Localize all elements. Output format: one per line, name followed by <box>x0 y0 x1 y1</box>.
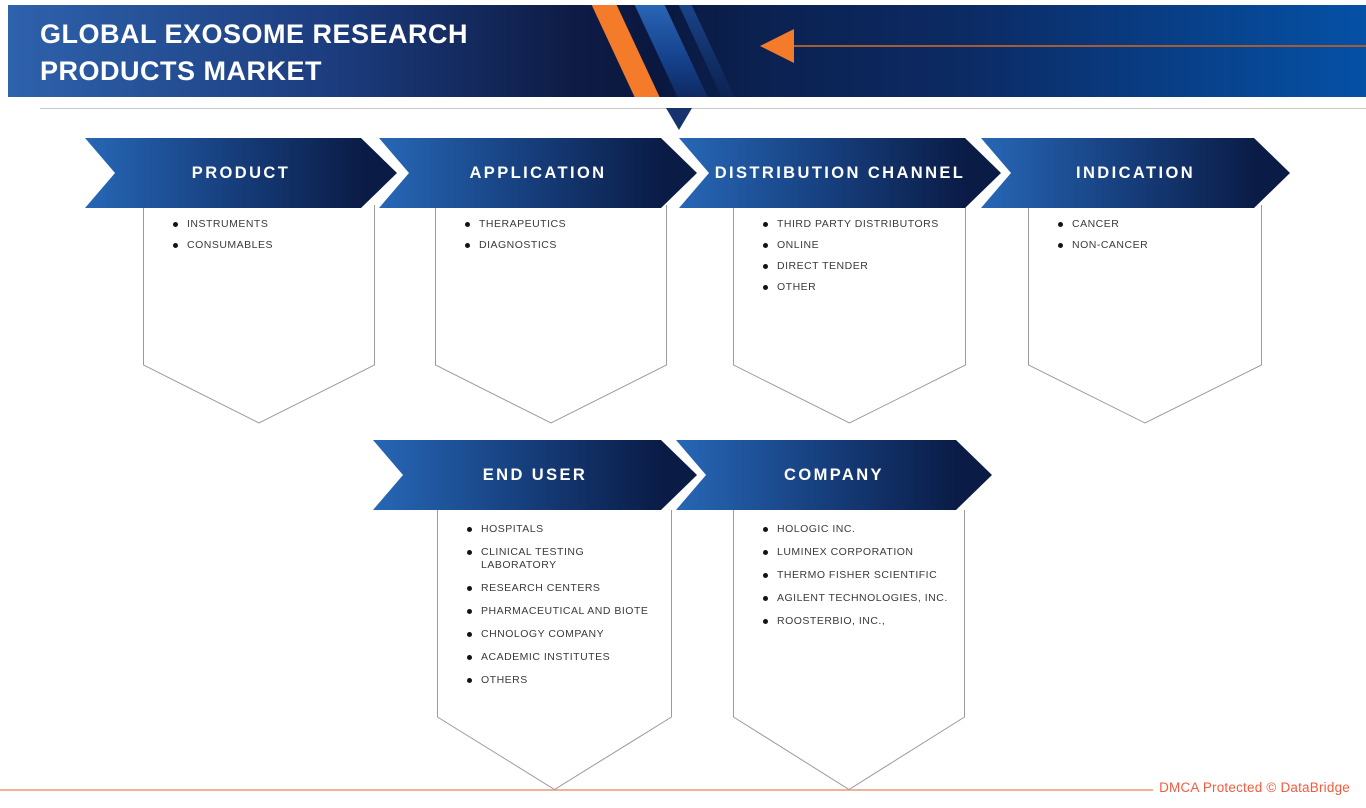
bullet-icon <box>763 264 768 269</box>
bullet-icon <box>763 285 768 290</box>
segment-label-product: PRODUCT <box>191 163 291 182</box>
pennant-outline <box>143 205 375 424</box>
segment-label-distribution-channel: DISTRIBUTION CHANNEL <box>714 163 966 182</box>
pennant-outline <box>733 205 966 424</box>
bullet-icon <box>465 222 470 227</box>
list-item: OTHERS <box>467 674 659 687</box>
panel-company: HOLOGIC INC. LUMINEX CORPORATION THERMO … <box>733 510 965 791</box>
page-title: GLOBAL EXOSOME RESEARCH PRODUCTS MARKET <box>40 16 468 90</box>
list-item: OTHER <box>763 281 939 294</box>
bullet-icon <box>763 222 768 227</box>
down-triangle-icon <box>666 108 692 130</box>
list-item: HOLOGIC INC. <box>763 523 948 536</box>
indication-list: CANCER NON-CANCER <box>1028 205 1156 260</box>
list-item: CANCER <box>1058 218 1148 231</box>
list-item: ROOSTERBIO, INC., <box>763 615 948 628</box>
end-user-list: HOSPITALS CLINICAL TESTING LABORATORY RE… <box>437 510 667 697</box>
panel-distribution-channel: THIRD PARTY DISTRIBUTORS ONLINE DIRECT T… <box>733 205 966 424</box>
list-item: NON-CANCER <box>1058 239 1148 252</box>
bullet-icon <box>1058 243 1063 248</box>
bullet-icon <box>173 222 178 227</box>
bullet-icon <box>467 586 472 591</box>
bullet-icon <box>467 632 472 637</box>
footer-accent-line <box>0 789 1153 791</box>
list-item: PHARMACEUTICAL AND BIOTE <box>467 605 659 618</box>
list-item: ONLINE <box>763 239 939 252</box>
segment-arrow-distribution-channel: DISTRIBUTION CHANNEL <box>679 138 1001 208</box>
page-title-line1: GLOBAL EXOSOME RESEARCH <box>40 19 469 49</box>
list-item: HOSPITALS <box>467 523 659 536</box>
segment-arrow-indication: INDICATION <box>981 138 1290 208</box>
pennant-outline <box>435 205 667 424</box>
list-item: AGILENT TECHNOLOGIES, INC. <box>763 592 948 605</box>
left-arrow-shaft <box>794 45 1366 47</box>
bullet-icon <box>763 243 768 248</box>
list-item: CLINICAL TESTING LABORATORY <box>467 546 659 572</box>
list-item: ACADEMIC INSTITUTES <box>467 651 659 664</box>
bullet-icon <box>173 243 178 248</box>
panel-indication: CANCER NON-CANCER <box>1028 205 1262 424</box>
left-arrow-icon <box>760 29 794 63</box>
product-list: INSTRUMENTS CONSUMABLES <box>143 205 281 260</box>
list-item: DIRECT TENDER <box>763 260 939 273</box>
list-item: THERAPEUTICS <box>465 218 566 231</box>
segment-label-indication: INDICATION <box>1075 163 1196 182</box>
bullet-icon <box>763 573 768 578</box>
bullet-icon <box>763 596 768 601</box>
bullet-icon <box>467 527 472 532</box>
list-item: THERMO FISHER SCIENTIFIC <box>763 569 948 582</box>
segment-label-end-user: END USER <box>482 465 588 484</box>
segment-label-application: APPLICATION <box>469 163 607 182</box>
list-item: THIRD PARTY DISTRIBUTORS <box>763 218 939 231</box>
bullet-icon <box>467 609 472 614</box>
panel-product: INSTRUMENTS CONSUMABLES <box>143 205 375 424</box>
bullet-icon <box>1058 222 1063 227</box>
bullet-icon <box>467 655 472 660</box>
list-item: LUMINEX CORPORATION <box>763 546 948 559</box>
panel-end-user: HOSPITALS CLINICAL TESTING LABORATORY RE… <box>437 510 672 791</box>
bullet-icon <box>467 678 472 683</box>
distribution-channel-list: THIRD PARTY DISTRIBUTORS ONLINE DIRECT T… <box>733 205 947 302</box>
pennant-outline <box>1028 205 1262 424</box>
bullet-icon <box>467 550 472 555</box>
company-list: HOLOGIC INC. LUMINEX CORPORATION THERMO … <box>733 510 956 638</box>
list-item: CHNOLOGY COMPANY <box>467 628 659 641</box>
segment-arrow-end-user: END USER <box>373 440 697 510</box>
segment-label-company: COMPANY <box>784 465 884 484</box>
bullet-icon <box>763 619 768 624</box>
pennant-outline <box>733 510 965 791</box>
page-title-line2: PRODUCTS MARKET <box>40 56 322 86</box>
list-item: CONSUMABLES <box>173 239 273 252</box>
dmca-watermark: DMCA Protected © DataBridge <box>1159 780 1350 795</box>
list-item: INSTRUMENTS <box>173 218 273 231</box>
segment-arrow-product: PRODUCT <box>85 138 397 208</box>
segment-arrow-company: COMPANY <box>676 440 992 510</box>
pennant-outline <box>437 510 672 791</box>
list-item: RESEARCH CENTERS <box>467 582 659 595</box>
segment-arrow-application: APPLICATION <box>379 138 697 208</box>
panel-application: THERAPEUTICS DIAGNOSTICS <box>435 205 667 424</box>
bullet-icon <box>763 550 768 555</box>
bullet-icon <box>763 527 768 532</box>
bullet-icon <box>465 243 470 248</box>
header-banner: GLOBAL EXOSOME RESEARCH PRODUCTS MARKET <box>8 5 1366 97</box>
list-item: DIAGNOSTICS <box>465 239 566 252</box>
application-list: THERAPEUTICS DIAGNOSTICS <box>435 205 574 260</box>
header-divider-line <box>40 108 1366 109</box>
